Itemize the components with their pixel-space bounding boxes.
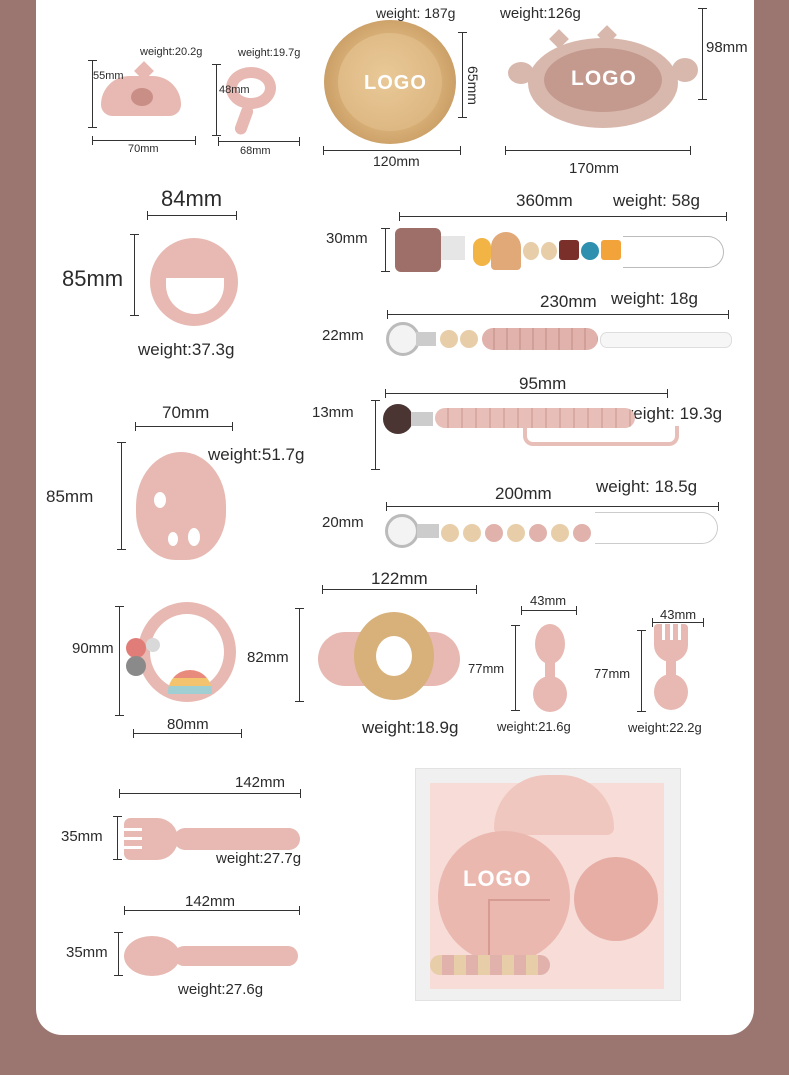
dim-label: 142mm (185, 893, 236, 910)
dim-line (130, 234, 139, 316)
dim-label: 84mm (161, 186, 223, 211)
dim-line (511, 625, 520, 711)
dim-line (322, 585, 477, 594)
dim-label: 170mm (569, 160, 620, 177)
dim-line (385, 389, 668, 398)
dim-line (652, 618, 704, 627)
dim-label: 20mm (322, 514, 364, 531)
wood-bowl-image (324, 20, 456, 144)
dim-label: 70mm (128, 143, 159, 155)
dino-bowl-image (508, 25, 698, 136)
dim-label: 70mm (162, 403, 210, 422)
dim-line (212, 64, 221, 136)
dim-line (381, 228, 390, 272)
dim-label: 95mm (519, 374, 567, 393)
dim-line (115, 606, 124, 716)
dim-label: 98mm (706, 39, 748, 56)
dim-line (147, 211, 237, 220)
dim-label: weight: 58g (613, 191, 700, 210)
ring-teether-image (220, 65, 295, 140)
dim-label: weight: 19.3g (621, 404, 723, 423)
bead-clip-a-image (386, 320, 732, 360)
dim-line (521, 606, 577, 615)
logo-text: LOGO (463, 866, 532, 891)
wood-ring-dino-image (318, 608, 468, 704)
long-fork-image (124, 816, 302, 862)
dim-label: 360mm (516, 191, 573, 210)
dim-label: weight:19.7g (238, 47, 301, 59)
dim-label: 85mm (62, 266, 124, 291)
dim-line (295, 608, 304, 702)
leaf-teether-image (132, 452, 230, 564)
mini-spoon-image (529, 624, 573, 716)
dim-label: 43mm (660, 607, 697, 622)
dim-label: 35mm (61, 828, 103, 845)
dim-line (113, 816, 122, 860)
dim-label: 120mm (373, 153, 420, 169)
dim-label: weight: 18.5g (596, 477, 698, 496)
dim-line (218, 137, 300, 146)
dim-label: 43mm (530, 593, 567, 608)
dim-line (92, 136, 196, 145)
dim-label: 13mm (312, 404, 354, 421)
dim-line (387, 310, 729, 319)
dim-label: weight:27.7g (216, 850, 302, 867)
dim-line (698, 8, 707, 100)
dim-label: weight: 187g (376, 5, 456, 21)
dim-line (386, 502, 719, 511)
bead-clip-c-image (385, 510, 719, 554)
dim-label: 22mm (322, 327, 364, 344)
dim-label: 55mm (93, 70, 124, 82)
dino-teether-image (97, 61, 185, 124)
dim-line (88, 60, 97, 128)
dim-line (637, 630, 646, 712)
dim-label: 35mm (66, 944, 108, 961)
long-spoon-image (124, 934, 300, 978)
dim-label: 230mm (540, 292, 597, 311)
dim-label: weight:18.9g (362, 718, 459, 737)
dim-label: 90mm (72, 640, 114, 657)
dim-line (458, 32, 467, 118)
rainbow-rattle-image (124, 600, 240, 714)
dim-line (114, 932, 123, 976)
bead-clip-b-image (383, 402, 679, 450)
dim-label: 85mm (46, 487, 94, 506)
dim-line (133, 729, 242, 738)
logo-text: LOGO (571, 67, 637, 90)
dim-label: 122mm (371, 569, 428, 588)
mini-fork-image (648, 624, 696, 716)
dim-line (371, 400, 380, 470)
dim-label: weight:20.2g (140, 46, 203, 58)
dim-label: 77mm (594, 666, 631, 681)
dim-label: 65mm (465, 66, 481, 105)
dim-label: weight:51.7g (208, 445, 305, 464)
dim-line (399, 212, 727, 221)
dim-line (505, 146, 691, 155)
dim-label: weight:37.3g (138, 340, 235, 359)
dim-label: 82mm (247, 649, 289, 666)
dim-label: weight:27.6g (178, 981, 264, 998)
dim-label: weight:126g (500, 5, 581, 22)
dim-line (124, 906, 300, 915)
round-teether-image (150, 238, 238, 326)
dim-label: weight:21.6g (497, 719, 571, 734)
logo-text: LOGO (364, 72, 427, 94)
dim-line (117, 442, 126, 550)
dim-line (323, 146, 461, 155)
dim-line (119, 789, 301, 798)
gift-set-image (415, 768, 681, 1001)
dim-label: weight:22.2g (628, 720, 702, 735)
dim-label: 142mm (235, 774, 286, 791)
dim-label: 48mm (219, 84, 250, 96)
dim-line (135, 422, 233, 431)
dim-label: 80mm (167, 716, 209, 733)
dim-label: weight: 18g (611, 289, 698, 308)
dim-label: 200mm (495, 484, 552, 503)
dim-label: 68mm (240, 145, 271, 157)
dim-label: 77mm (468, 661, 505, 676)
dim-label: 30mm (326, 230, 368, 247)
rainbow-clip-image (395, 226, 730, 276)
